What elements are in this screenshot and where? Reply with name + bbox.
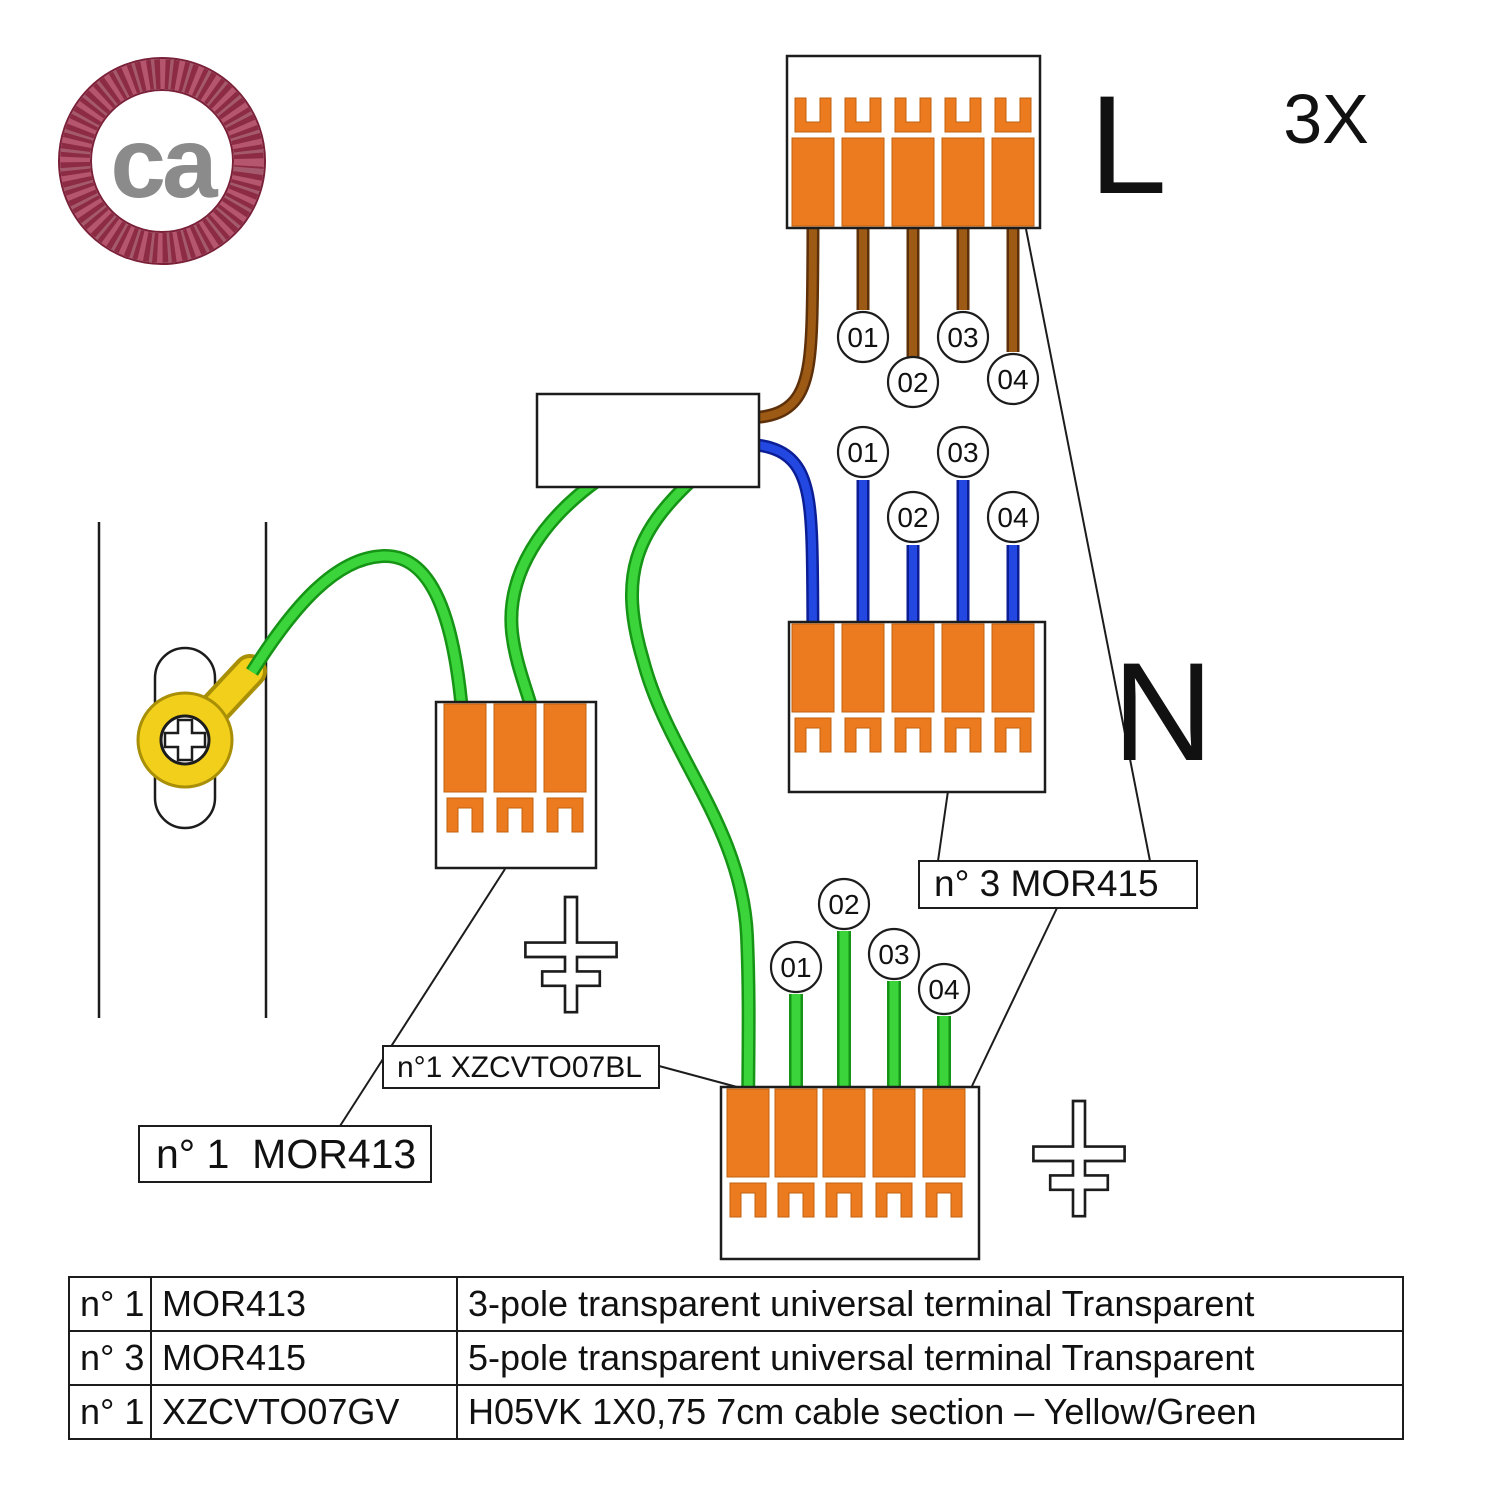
leader-line [937,790,949,862]
clamps-neutral [791,623,1035,753]
terminal-block-line [785,54,1042,230]
ring-terminal [136,654,267,789]
svg-text:04: 04 [997,502,1028,533]
terminal-block-neutral [787,620,1047,794]
wire-number-circle: 04 [986,490,1040,544]
leader-line [658,1065,738,1088]
desc-cell: 3-pole transparent universal terminal Tr… [456,1276,1404,1332]
neutral-label: N [1112,633,1213,790]
wire-number-circles: 01 02 03 04 01 02 03 04 01 02 03 04 [769,310,1040,1016]
clamps-earth [726,1088,966,1218]
phillips-screw-icon [163,718,207,762]
wire-number-circle: 04 [917,962,971,1016]
quantity-label: 3X [1283,80,1369,158]
qty-cell: n° 1 [68,1384,152,1440]
earth-wire-ring-terminal [252,556,465,756]
code-cell: MOR415 [150,1330,458,1386]
svg-text:03: 03 [947,437,978,468]
wire-number-circle: 01 [769,940,823,994]
table-row: n° 1 MOR413 3-pole transparent universal… [68,1276,1404,1332]
wire-number-circle: 01 [836,310,890,364]
logo-ring-outer [58,57,266,265]
leader-line [1025,228,1151,862]
qty-cell: n° 1 [68,1276,152,1332]
brand-logo: ca [58,57,266,265]
ground-symbol-left [524,895,618,1014]
svg-text:n°1 XZCVTO07BL: n°1 XZCVTO07BL [397,1051,642,1084]
qty-cell: n° 3 [68,1330,152,1386]
svg-text:03: 03 [878,939,909,970]
callout-mor413: n° 1 MOR413 [138,1125,432,1183]
earth-wire-bottom [632,480,749,1140]
svg-text:01: 01 [780,952,811,983]
leader-line [971,907,1058,1087]
wall-lines [97,522,268,1018]
terminal-block-3pole [434,700,598,870]
desc-cell: 5-pole transparent universal terminal Tr… [456,1330,1404,1386]
leader-line [339,868,506,1127]
callout-mor415: n° 3 MOR415 [918,860,1198,909]
svg-text:03: 03 [947,322,978,353]
wire-number-circle: 02 [886,490,940,544]
wire-number-circle: 01 [836,425,890,479]
logo-ring-inner [90,89,234,233]
logo-text: ca [110,107,219,219]
table-row: n° 3 MOR415 5-pole transparent universal… [68,1330,1404,1386]
svg-text:04: 04 [997,364,1028,395]
wire-number-circle: 03 [867,927,921,981]
svg-text:n° 3 MOR415: n° 3 MOR415 [934,863,1159,904]
svg-text:04: 04 [928,974,959,1005]
terminal-block-earth [719,1085,981,1261]
leader-lines [339,228,1151,1127]
junction-box [535,392,761,489]
line-label: L [1089,66,1167,223]
wire-number-circle: 03 [936,425,990,479]
wire-number-circle: 03 [936,310,990,364]
wire-number-circle: 02 [886,355,940,409]
logo-rope-highlight [60,59,264,263]
callout-cable-section: n°1 XZCVTO07BL [382,1045,660,1089]
logo-rope-strands [60,59,264,263]
svg-text:01: 01 [847,322,878,353]
line-wire [745,205,813,418]
svg-text:02: 02 [828,889,859,920]
svg-text:02: 02 [897,502,928,533]
clamps-line [791,97,1035,227]
code-cell: XZCVTO07GV [150,1384,458,1440]
wire-number-circle: 04 [986,352,1040,406]
code-cell: MOR413 [150,1276,458,1332]
ground-symbol-right [1032,1099,1126,1218]
spec-table: n° 1 MOR413 3-pole transparent universal… [68,1276,1404,1440]
table-row: n° 1 XZCVTO07GV H05VK 1X0,75 7cm cable s… [68,1384,1404,1440]
wire-stubs [789,212,1020,1120]
svg-text:n° 1 MOR413: n° 1 MOR413 [156,1131,416,1177]
svg-text:01: 01 [847,437,878,468]
desc-cell: H05VK 1X0,75 7cm cable section – Yellow/… [456,1384,1404,1440]
svg-text:02: 02 [897,367,928,398]
clamps-3pole [443,703,587,833]
wire-number-circle: 02 [817,877,871,931]
